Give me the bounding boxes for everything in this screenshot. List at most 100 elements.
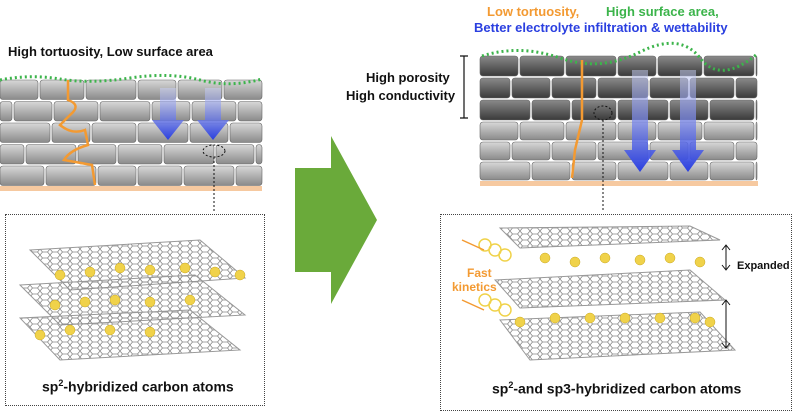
brick	[215, 144, 255, 165]
brick	[519, 55, 565, 77]
ion	[114, 262, 126, 274]
ions	[34, 238, 716, 341]
ion	[49, 299, 61, 311]
brick	[709, 99, 755, 121]
brick	[77, 144, 117, 165]
brick	[565, 55, 617, 77]
ion	[64, 324, 76, 336]
brick	[163, 144, 215, 165]
ion	[619, 312, 631, 324]
brick	[235, 165, 263, 186]
brick	[571, 99, 617, 121]
ion	[104, 324, 116, 336]
expanded-arrow-icon	[721, 244, 731, 271]
brick	[0, 101, 13, 122]
caption-superscript: 2	[508, 380, 514, 390]
brick	[97, 165, 137, 186]
ion	[689, 312, 701, 324]
blue-arrow-icon	[197, 88, 229, 140]
brick	[183, 165, 235, 186]
brick	[689, 77, 735, 99]
graphene-sheet	[499, 311, 737, 361]
brick	[255, 144, 263, 165]
right-zoom-box	[440, 214, 792, 411]
brick	[0, 79, 39, 100]
left-caption: sp2-hybridized carbon atoms	[42, 378, 234, 395]
electrode-bricks-right	[479, 55, 758, 181]
brick	[551, 77, 597, 99]
electrode-bricks-left	[0, 79, 263, 186]
ion	[34, 329, 46, 341]
brick	[519, 121, 565, 141]
graphene-sheet	[493, 269, 727, 309]
brick	[755, 161, 758, 181]
brick	[99, 101, 151, 122]
brick	[0, 144, 25, 165]
brick	[755, 121, 758, 141]
heading-better-electrolyte: Better electrolyte infiltration & wettab…	[474, 20, 728, 35]
brick	[45, 165, 97, 186]
label-high-conductivity: High conductivity	[346, 88, 456, 103]
brick	[117, 144, 163, 165]
graphene-sheet	[498, 225, 721, 249]
left-heading: High tortuosity, Low surface area	[8, 44, 213, 59]
brick	[237, 101, 263, 122]
brick	[735, 77, 758, 99]
surface-dots-left	[0, 73, 263, 86]
ion	[79, 296, 91, 308]
graphene-sheet	[18, 309, 242, 361]
brick	[479, 121, 519, 141]
ion	[549, 312, 561, 324]
caption-superscript: 2	[58, 378, 64, 388]
ion	[209, 266, 221, 278]
fast-kinetics-arrow-icon	[461, 239, 485, 311]
brick	[51, 122, 91, 143]
ion	[654, 312, 666, 324]
brick	[755, 99, 758, 121]
brick	[531, 161, 571, 181]
brick	[223, 79, 263, 100]
brick	[39, 79, 85, 100]
brick	[735, 141, 758, 161]
tortuous-path	[58, 80, 97, 186]
graphene-sheets	[18, 225, 737, 361]
label-kinetics: kinetics	[452, 280, 497, 294]
brick	[229, 122, 263, 143]
brick	[53, 101, 99, 122]
brick	[137, 165, 183, 186]
ion	[144, 326, 156, 338]
brick	[511, 141, 551, 161]
ion	[599, 252, 611, 264]
label-expanded: Expanded	[737, 260, 790, 272]
ion	[84, 266, 96, 278]
ion	[144, 264, 156, 276]
blue-arrow-icon	[672, 70, 704, 172]
current-collector-left	[0, 186, 262, 191]
brick	[479, 99, 531, 121]
ion	[234, 269, 246, 281]
transition-arrow-icon	[295, 136, 377, 304]
label-high-porosity: High porosity	[366, 70, 450, 85]
ion	[514, 316, 526, 328]
brick	[565, 121, 617, 141]
blue-arrow-icon	[152, 88, 184, 140]
expanded-arrow-icon	[721, 299, 731, 349]
label-fast: Fast	[467, 266, 492, 280]
direct-path	[570, 60, 584, 179]
brick	[531, 99, 571, 121]
ion	[54, 269, 66, 281]
surface-dots-right	[481, 41, 757, 72]
ion	[694, 256, 706, 268]
ion	[179, 262, 191, 274]
caption-text: -hybridized carbon atoms	[63, 378, 234, 395]
ion-motion-trail	[498, 248, 512, 262]
heading-high-surface: High surface area,	[606, 4, 719, 19]
brick	[85, 79, 137, 100]
brick	[479, 77, 511, 99]
brick	[13, 101, 53, 122]
brick	[0, 122, 51, 143]
ion	[109, 294, 121, 306]
ion-motion-trail	[498, 303, 512, 317]
